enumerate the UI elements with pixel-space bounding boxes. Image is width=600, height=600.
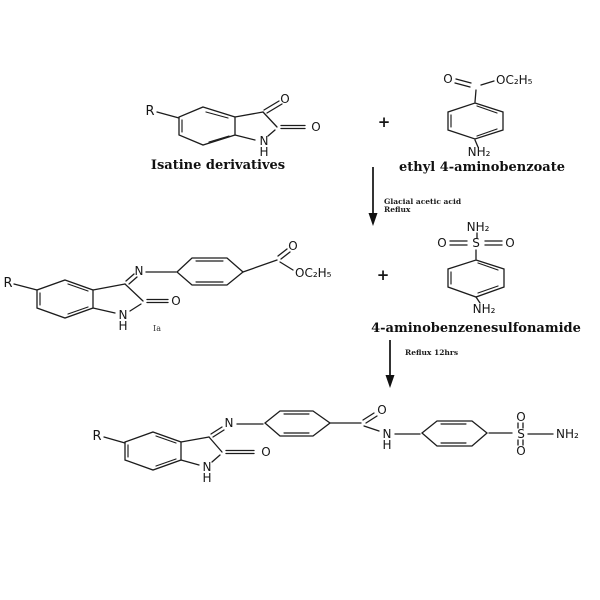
structure-ethyl-4-aminobenzoate: O OC₂H₅ NH₂ ethyl 4-aminobenzoate <box>399 72 565 175</box>
structure-intermediate-ia: R N O N H O OC₂H₅ Ia <box>3 239 331 333</box>
atom-label-h: H <box>382 438 391 452</box>
phenylene-ring <box>263 410 332 437</box>
structure-final-product: R N O N H O N H O S <box>92 403 579 485</box>
step1-arrow: Glacial acetic acid Reflux <box>368 167 462 226</box>
compound-label-ia: Ia <box>153 324 161 333</box>
benzene-ring <box>124 431 182 471</box>
atom-label-nh2: NH₂ <box>473 302 496 316</box>
benzene-ring <box>36 279 94 319</box>
atom-label-r: R <box>3 276 12 291</box>
atom-label-o: O <box>171 294 180 308</box>
atom-label-h: H <box>202 471 211 485</box>
atom-label-o: O <box>505 236 514 250</box>
atom-label-r: R <box>92 429 101 444</box>
atom-label-oc2h5: OC₂H₅ <box>295 266 332 280</box>
structure-isatine-derivative: R O O N H Isatine derivatives <box>145 92 320 173</box>
phenylene-ring <box>420 420 489 447</box>
atom-label-n: N <box>135 264 144 278</box>
atom-label-n: N <box>383 427 392 441</box>
compound-label-4-aminobenzenesulfonamide: 4-aminobenzenesulfonamide <box>371 321 581 336</box>
atom-label-h: H <box>118 319 127 333</box>
atom-label-h: H <box>259 145 268 159</box>
atom-label-n: N <box>203 460 212 474</box>
atom-label-o: O <box>261 445 270 459</box>
atom-label-n: N <box>260 134 269 148</box>
arrow-head <box>368 213 378 226</box>
atom-label-o: O <box>377 403 386 417</box>
atom-label-r: R <box>145 104 154 119</box>
benzene-ring <box>447 259 505 298</box>
atom-label-nh2: NH₂ <box>556 427 579 441</box>
step2-arrow: Reflux 12hrs <box>385 340 458 388</box>
atom-label-o: O <box>437 236 446 250</box>
atom-label-o: O <box>516 410 525 424</box>
atom-label-o: O <box>516 444 525 458</box>
benzene-ring <box>447 102 504 140</box>
atom-label-n: N <box>119 308 128 322</box>
compound-label-isatine-derivatives: Isatine derivatives <box>151 158 285 173</box>
atom-label-n: N <box>225 416 234 430</box>
atom-label-oc2h5: OC₂H₅ <box>496 73 533 87</box>
step1-conditions-line1: Glacial acetic acid <box>384 197 462 206</box>
atom-label-o: O <box>443 72 452 86</box>
arrow-head <box>385 375 395 388</box>
atom-label-o: O <box>288 239 297 253</box>
plus-sign-2: + <box>377 266 390 284</box>
atom-label-o: O <box>311 120 320 134</box>
step2-conditions: Reflux 12hrs <box>405 348 458 357</box>
compound-label-ethyl-4-aminobenzoate: ethyl 4-aminobenzoate <box>399 160 565 175</box>
structure-4-aminobenzenesulfonamide: NH₂ S O O NH₂ 4-aminobenzenesulfonamide <box>371 220 581 336</box>
atom-label-s: S <box>472 236 480 250</box>
step1-conditions-line2: Reflux <box>384 205 411 214</box>
plus-sign-1: + <box>378 113 391 131</box>
atom-label-s: S <box>517 427 525 441</box>
atom-label-nh2: NH₂ <box>467 220 490 234</box>
phenylene-ring <box>176 257 245 286</box>
atom-label-o: O <box>280 92 289 106</box>
atom-label-nh2: NH₂ <box>468 145 491 159</box>
